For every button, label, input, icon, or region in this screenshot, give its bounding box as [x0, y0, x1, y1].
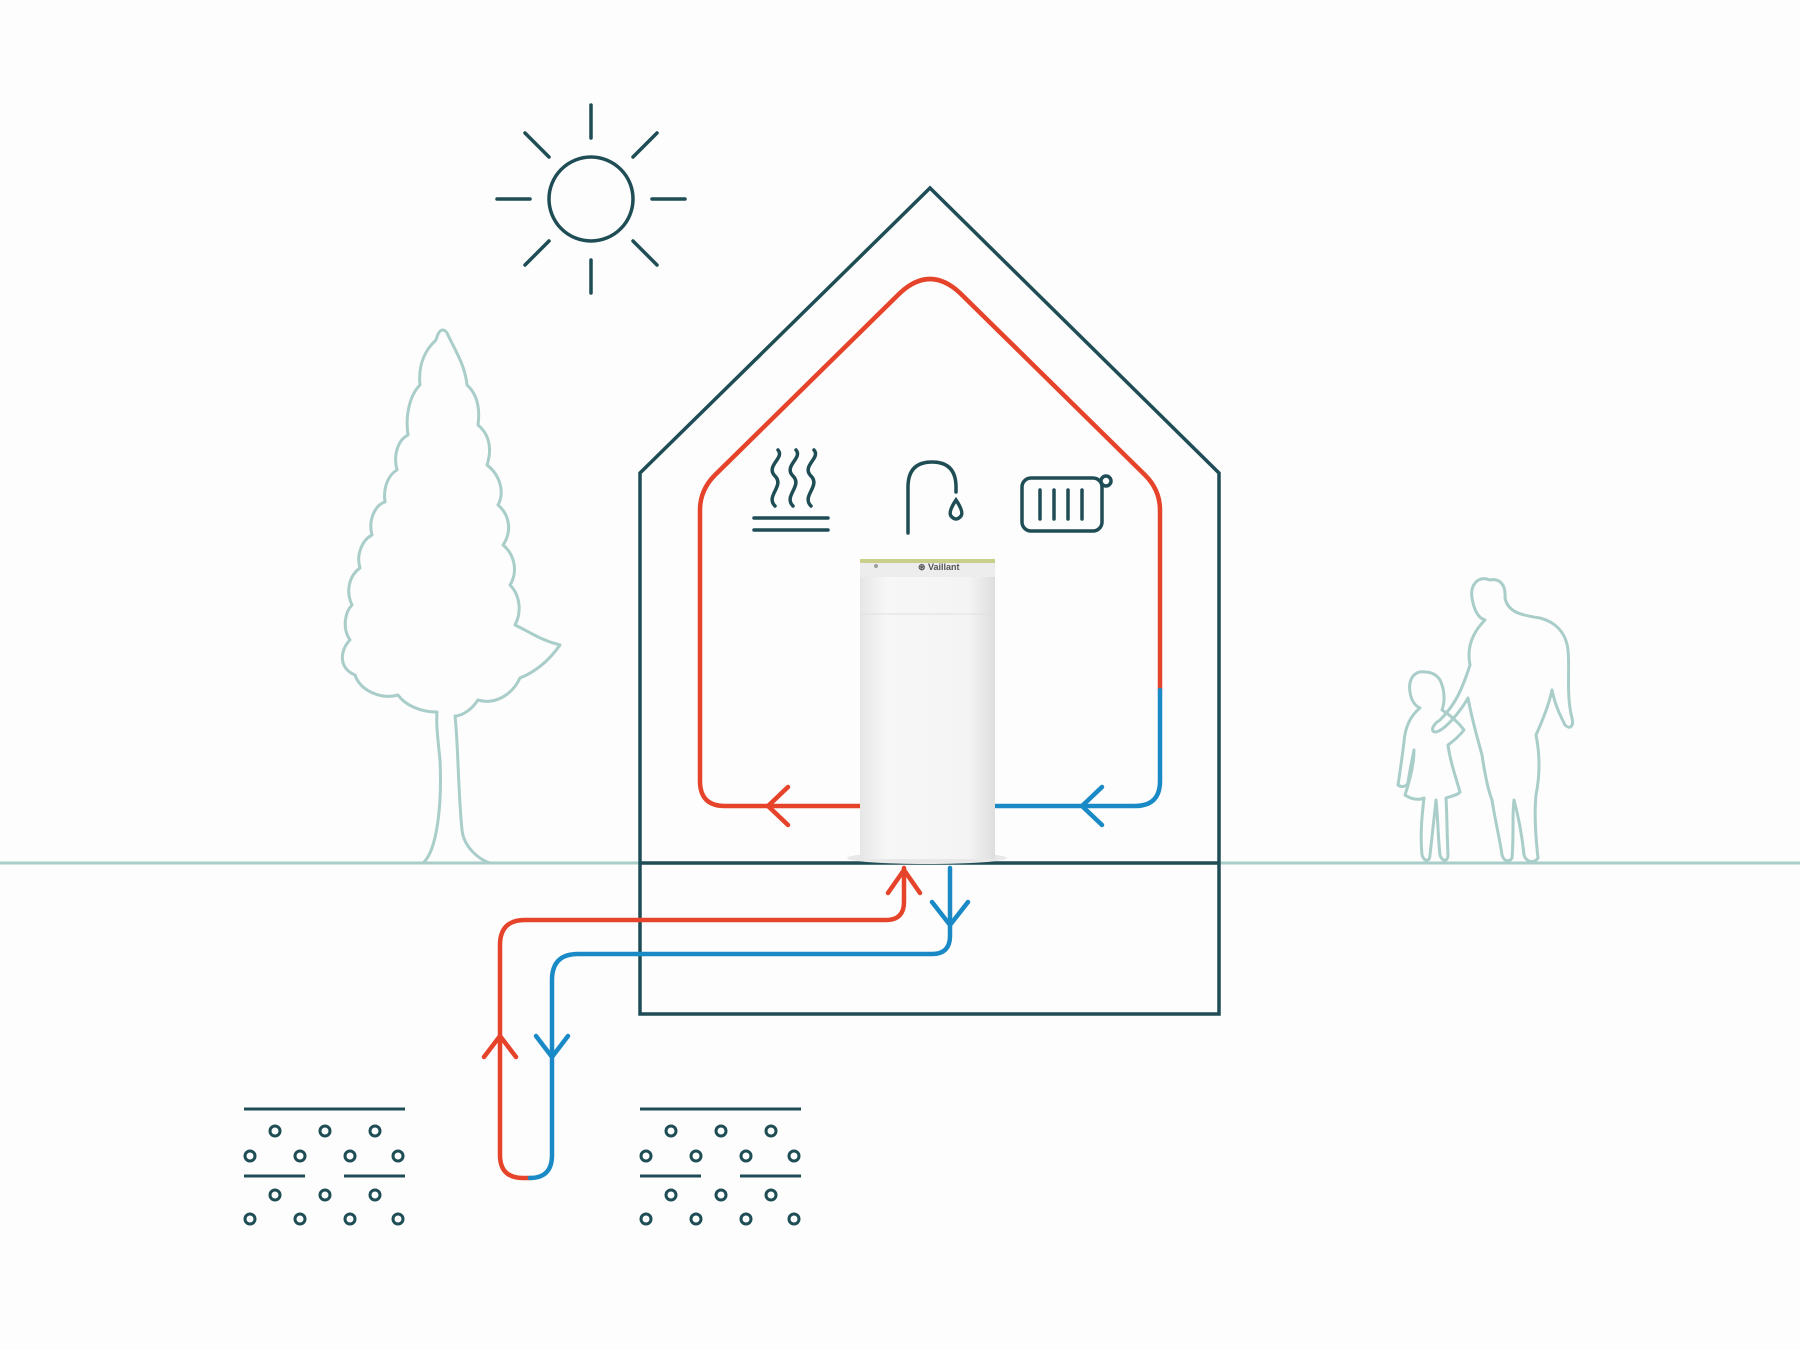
- brand-logo: ⊛: [918, 562, 926, 572]
- ground-loop-return: [527, 865, 953, 1181]
- parent-and-child-illustration: [1396, 577, 1574, 864]
- return-arrow: [929, 899, 971, 928]
- flow-arrow: [765, 784, 791, 828]
- brand-logo-text: Vaillant: [928, 562, 960, 572]
- radiator-icon: [1020, 474, 1113, 533]
- water-tap-icon: [906, 460, 964, 535]
- heat-pump-unit: ⊛ Vaillant: [847, 559, 1007, 864]
- return-arrow: [533, 1033, 571, 1060]
- ground-collector-icon: [243, 1107, 405, 1226]
- return-arrow: [1079, 784, 1105, 828]
- ground-collector-icon: [639, 1107, 801, 1226]
- heating-circuit-return: [993, 687, 1163, 809]
- underfloor-heating-icon: [752, 448, 830, 532]
- heating-circuit-flow: [697, 276, 1163, 809]
- ground-loop-flow: [497, 865, 907, 1181]
- flow-arrow: [885, 867, 923, 896]
- tree-illustration: [340, 328, 562, 865]
- sun-icon: [495, 103, 687, 295]
- flow-arrow: [481, 1033, 519, 1060]
